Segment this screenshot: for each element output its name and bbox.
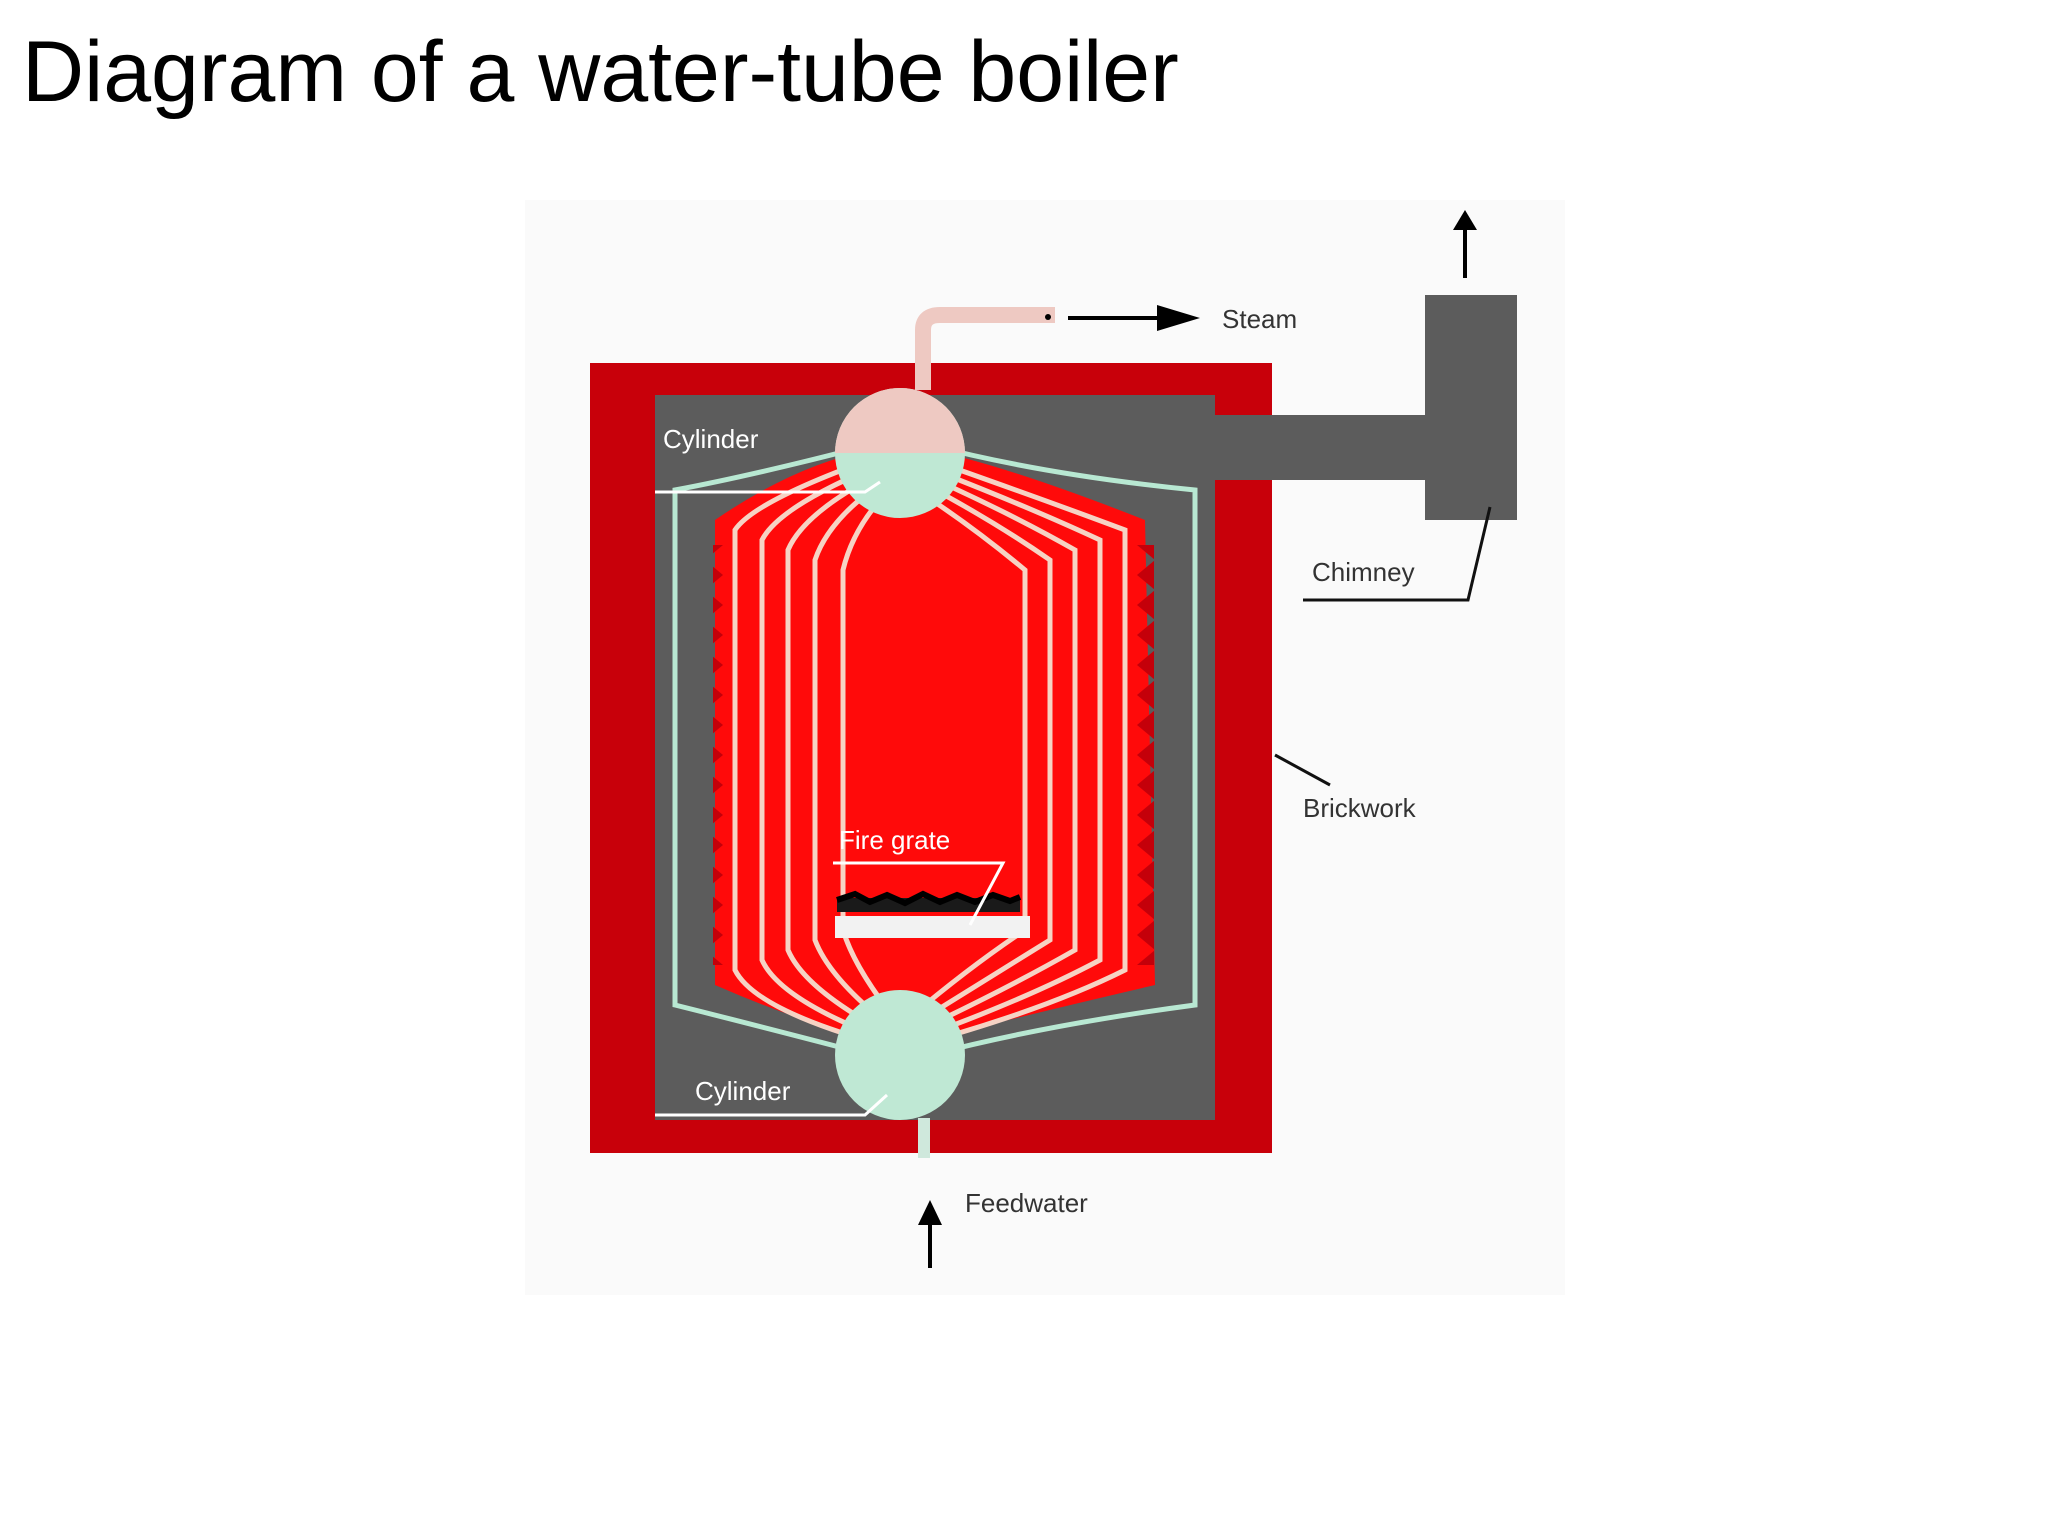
steam-drum-steam: [835, 388, 965, 453]
fire-wall-left: [713, 545, 735, 965]
cylinder-top-leader: [655, 480, 881, 494]
feedwater-pipe: [918, 1118, 930, 1158]
water-drum: [835, 990, 965, 1120]
fire-grate-leader: [833, 861, 1006, 926]
steam-pipe-dot: [1045, 314, 1051, 320]
label-cylinder-bottom: Cylinder: [695, 1076, 791, 1106]
boiler-diagram-svg: Steam Chimney Brickwork Cylinder Cylinde…: [525, 200, 1565, 1295]
label-brickwork: Brickwork: [1303, 793, 1417, 823]
brickwork-leader: [1274, 753, 1331, 787]
steam-drum: [835, 388, 965, 518]
hot-water-tubes: [732, 452, 1128, 1048]
outer-water-tube: [672, 442, 1198, 1058]
chimney-stack: [1425, 295, 1517, 520]
boiler-diagram: Steam Chimney Brickwork Cylinder Cylinde…: [525, 200, 1565, 1295]
label-fire-grate: Fire grate: [839, 825, 950, 855]
steam-arrow: [1068, 305, 1200, 331]
fire-grate-embers: [836, 890, 1022, 907]
fire-chamber: [715, 450, 1155, 1040]
steam-pipe: [915, 307, 1055, 390]
fire-grate: [835, 890, 1030, 938]
fire-wall-right: [1132, 545, 1154, 965]
flue-duct: [1210, 415, 1450, 480]
chimney-arrow: [1453, 210, 1477, 278]
label-steam: Steam: [1222, 304, 1297, 334]
fire-grate-bar: [835, 916, 1030, 938]
label-feedwater: Feedwater: [965, 1188, 1088, 1218]
label-chimney: Chimney: [1312, 557, 1415, 587]
slide-title: Diagram of a water-tube boiler: [22, 24, 1179, 120]
cylinder-bottom-leader: [655, 1093, 889, 1117]
feedwater-arrow: [918, 1200, 942, 1268]
chimney-leader: [1303, 506, 1492, 602]
label-cylinder-top: Cylinder: [663, 424, 759, 454]
